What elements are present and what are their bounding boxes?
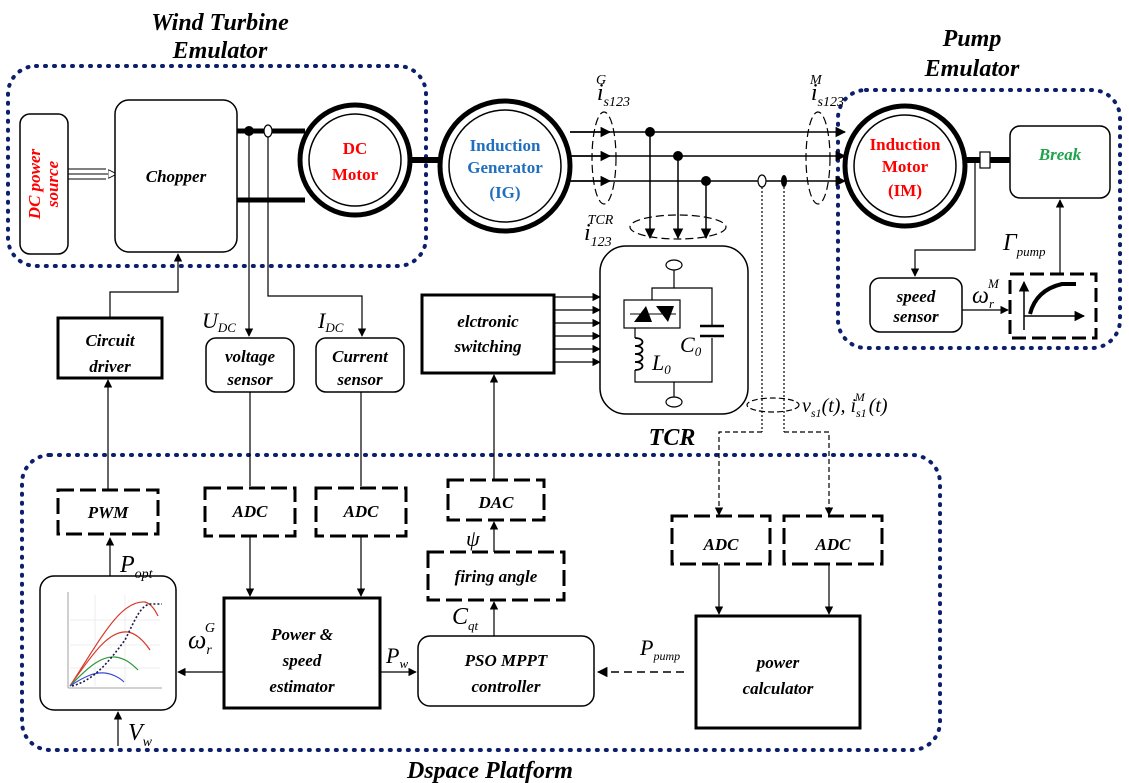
svg-text:Popt: Popt [119, 552, 154, 582]
wind-title-line2: Emulator [172, 38, 268, 64]
power-speed-estimator-block [222, 596, 382, 710]
svg-text:is123G: is123G [596, 73, 630, 110]
im-label3: (IM) [888, 181, 922, 200]
ig-label3: (IG) [489, 183, 520, 202]
current-sensor-block [315, 337, 405, 393]
dspace-region [20, 453, 942, 752]
power-speed-label2: speed [282, 651, 322, 670]
break-block [1009, 125, 1111, 199]
svg-text:vs1(t), is1M(t): vs1(t), is1M(t) [802, 390, 888, 420]
electronic-switching-label1: elctronic [457, 312, 519, 331]
circuit-driver-label1: Circuit [85, 331, 135, 350]
firing-angle-label: firing angle [455, 567, 538, 586]
dc-motor-label2: Motor [332, 165, 379, 184]
svg-text:i123TCR: i123TCR [584, 213, 614, 250]
svg-text:Cqt: Cqt [452, 604, 479, 633]
adc4-label: ADC [815, 535, 852, 554]
voltage-sensor-label2: sensor [226, 370, 273, 389]
ig-label1: Induction [470, 136, 541, 155]
adc3-label: ADC [703, 535, 740, 554]
pso-mppt-label2: controller [472, 677, 541, 696]
svg-text:ωrM: ωrM [972, 276, 1000, 311]
dspace-title: Dspace Platform [406, 758, 573, 783]
pwm-label: PWM [87, 503, 130, 522]
adc2-block [314, 486, 408, 538]
inductor-coil [634, 337, 644, 371]
power-speed-label1: Power & [270, 625, 334, 644]
power-calculator-label1: power [755, 653, 800, 672]
circuit-driver-block [56, 316, 164, 380]
svg-text:ωrG: ωrG [188, 621, 215, 658]
chopper-label: Chopper [146, 167, 207, 186]
adc4-block [782, 514, 884, 566]
im-label2: Motor [882, 157, 929, 176]
power-speed-label3: estimator [269, 677, 335, 696]
svg-text:IDC: IDC [317, 308, 344, 335]
electronic-switching-block [420, 293, 556, 375]
dc-motor-label1: DC [343, 139, 368, 158]
pso-mppt-label1: PSO MPPT [464, 651, 548, 670]
pump-load-curve-block [1008, 272, 1098, 340]
svg-text:C0: C0 [680, 332, 702, 359]
svg-text:Vw: Vw [128, 720, 153, 750]
speed-sensor-block [869, 277, 963, 333]
dc-power-source-block [19, 113, 69, 255]
adc1-label: ADC [232, 502, 269, 521]
svg-text:is123M: is123M [809, 73, 844, 110]
turbine-power-curves [67, 592, 162, 689]
svg-text:UDC: UDC [202, 308, 236, 335]
is-g-probe [591, 111, 617, 205]
ig-inner [448, 109, 562, 223]
ig-label2: Generator [467, 158, 543, 177]
tcr-title: TCR [649, 425, 696, 451]
svg-text:L0: L0 [651, 350, 671, 377]
current-sensor-label2: sensor [336, 370, 383, 389]
i-tcr-probe [629, 214, 727, 240]
svg-text:Ppump: Ppump [639, 635, 680, 663]
electronic-switching-label2: switching [453, 337, 522, 356]
dac-block [446, 478, 546, 522]
pso-mppt-block [417, 635, 595, 707]
circuit-driver-label2: driver [89, 357, 131, 376]
turbine-curves-block [39, 575, 177, 711]
pump-title-line2: Emulator [924, 56, 1020, 82]
dac-label: DAC [478, 493, 515, 512]
svg-text:ψ: ψ [466, 526, 480, 551]
dc-power-source-label2: source [43, 160, 62, 208]
svg-text:Pw: Pw [385, 643, 408, 671]
power-calculator-label2: calculator [743, 679, 814, 698]
power-calculator-block [694, 614, 862, 730]
voltage-sensor-label1: voltage [225, 347, 275, 366]
pwm-block [56, 488, 160, 536]
chopper-block [114, 99, 238, 253]
break-label: Break [1038, 145, 1082, 164]
im-label1: Induction [870, 135, 941, 154]
adc2-label: ADC [343, 502, 380, 521]
adc1-block [203, 486, 297, 538]
adc3-block [670, 514, 772, 566]
firing-angle-block [426, 550, 566, 602]
dc-power-source-label: DC power [25, 148, 44, 220]
vs-probe [746, 397, 800, 413]
pump-region [836, 88, 1122, 350]
wind-title-line1: Wind Turbine [151, 10, 289, 36]
svg-text:Γpump: Γpump [1002, 230, 1046, 259]
pump-title-line1: Pump [942, 26, 1002, 52]
speed-sensor-label2: sensor [892, 307, 939, 326]
current-sensor-label1: Current [332, 347, 389, 366]
dc-motor-inner [308, 113, 402, 207]
thyristor-pair [623, 299, 681, 329]
wind-turbine-region [6, 64, 428, 268]
speed-sensor-label1: speed [896, 287, 936, 306]
switching-arrows [554, 292, 601, 367]
im-inner [853, 114, 957, 218]
is-m-probe [805, 111, 831, 205]
